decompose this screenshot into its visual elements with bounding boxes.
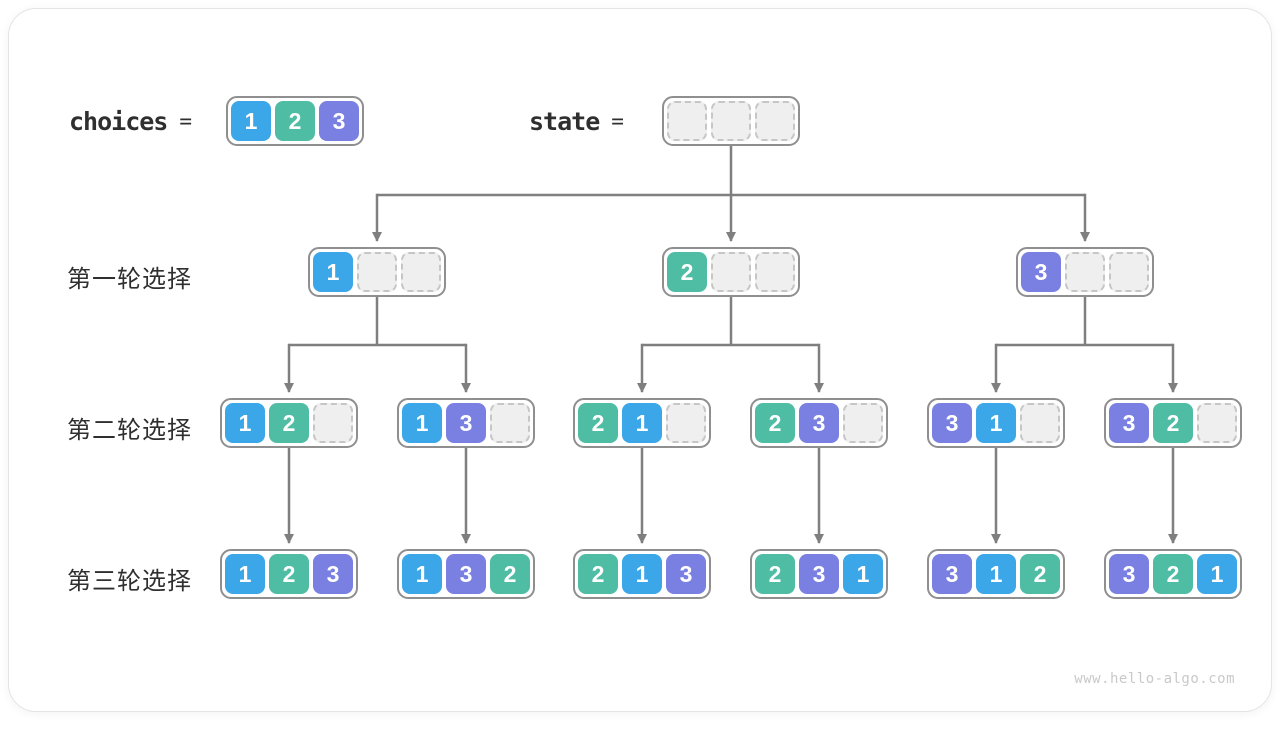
empty-cell xyxy=(711,252,751,292)
round-3-label: 第三轮选择 xyxy=(67,568,192,595)
value-cell-2: 2 xyxy=(269,554,309,594)
value-cell-1: 1 xyxy=(225,554,265,594)
value-cell-3: 3 xyxy=(932,554,972,594)
empty-cell xyxy=(490,403,530,443)
watermark: www.hello-algo.com xyxy=(1074,671,1235,687)
value-cell-1: 1 xyxy=(622,403,662,443)
empty-cell xyxy=(1197,403,1237,443)
value-cell-2: 2 xyxy=(755,554,795,594)
value-cell-1: 1 xyxy=(1197,554,1237,594)
value-cell-3: 3 xyxy=(446,403,486,443)
tree-connector-arrows xyxy=(284,146,1178,544)
value-cell-1: 1 xyxy=(843,554,883,594)
empty-cell xyxy=(711,101,751,141)
state-equation: state = xyxy=(529,96,624,146)
value-cell-2: 2 xyxy=(1153,554,1193,594)
value-cell-3: 3 xyxy=(666,554,706,594)
value-cell-2: 2 xyxy=(667,252,707,292)
value-cell-3: 3 xyxy=(1021,252,1061,292)
value-cell-2: 2 xyxy=(1153,403,1193,443)
state-equals-sign: = xyxy=(611,109,624,133)
choices-equals-sign: = xyxy=(179,109,193,133)
round-2-label: 第二轮选择 xyxy=(67,417,192,444)
value-cell-3: 3 xyxy=(1109,403,1149,443)
value-cell-3: 3 xyxy=(319,101,359,141)
round1-node-2: 2 xyxy=(662,247,800,297)
value-cell-1: 1 xyxy=(402,554,442,594)
value-cell-1: 1 xyxy=(622,554,662,594)
value-cell-2: 2 xyxy=(275,101,315,141)
value-cell-1: 1 xyxy=(402,403,442,443)
empty-cell xyxy=(357,252,397,292)
empty-cell xyxy=(843,403,883,443)
value-cell-2: 2 xyxy=(490,554,530,594)
value-cell-1: 1 xyxy=(976,554,1016,594)
value-cell-1: 1 xyxy=(231,101,271,141)
value-cell-3: 3 xyxy=(313,554,353,594)
empty-cell xyxy=(401,252,441,292)
value-cell-2: 2 xyxy=(578,554,618,594)
round1-node-1: 1 xyxy=(308,247,446,297)
value-cell-1: 1 xyxy=(225,403,265,443)
round1-node-3: 3 xyxy=(1016,247,1154,297)
value-cell-3: 3 xyxy=(799,403,839,443)
choices-equation: choices = xyxy=(69,96,192,146)
empty-cell xyxy=(1109,252,1149,292)
round-1-label: 第一轮选择 xyxy=(67,266,192,293)
value-cell-2: 2 xyxy=(578,403,618,443)
state-node xyxy=(662,96,800,146)
empty-cell xyxy=(1020,403,1060,443)
value-cell-2: 2 xyxy=(269,403,309,443)
empty-cell xyxy=(755,252,795,292)
value-cell-3: 3 xyxy=(446,554,486,594)
empty-cell xyxy=(755,101,795,141)
value-cell-2: 2 xyxy=(755,403,795,443)
empty-cell xyxy=(1065,252,1105,292)
choices-label: choices xyxy=(69,106,168,136)
state-label: state xyxy=(529,106,600,136)
value-cell-1: 1 xyxy=(313,252,353,292)
value-cell-3: 3 xyxy=(932,403,972,443)
value-cell-3: 3 xyxy=(1109,554,1149,594)
empty-cell xyxy=(313,403,353,443)
empty-cell xyxy=(667,101,707,141)
value-cell-3: 3 xyxy=(799,554,839,594)
value-cell-1: 1 xyxy=(976,403,1016,443)
empty-cell xyxy=(666,403,706,443)
value-cell-2: 2 xyxy=(1020,554,1060,594)
